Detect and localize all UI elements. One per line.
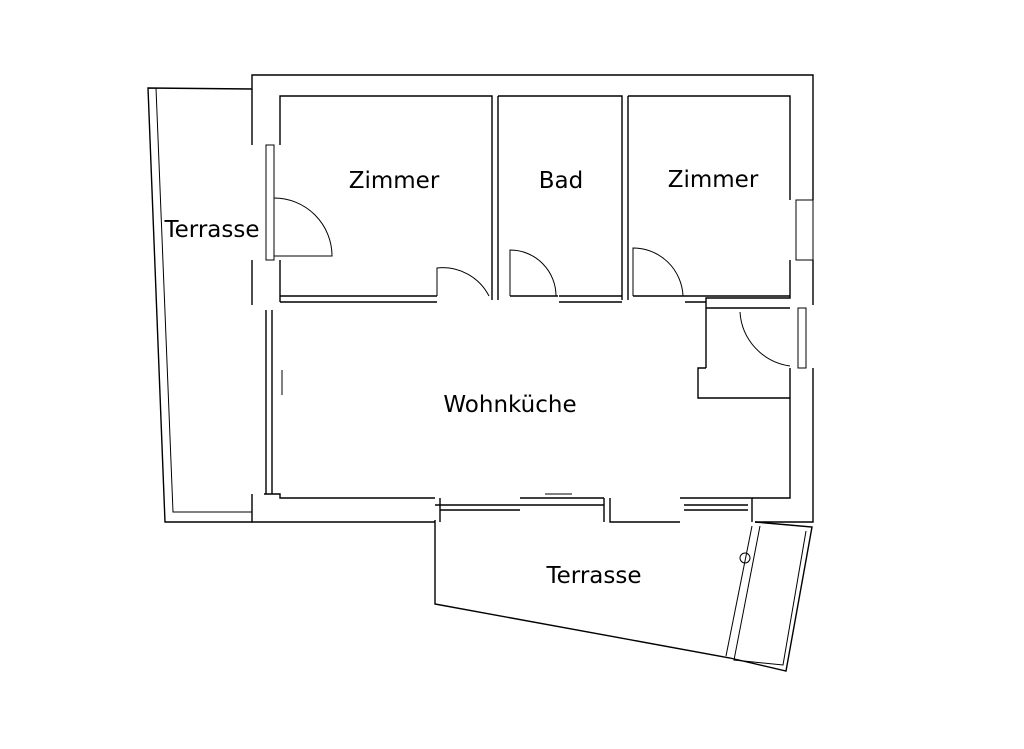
room-label-zimmer-left: Zimmer [349,168,440,194]
terrace-south-outline [434,520,813,672]
room-label-terrasse-west: Terrasse [163,217,259,243]
room-label-terrasse-south: Terrasse [545,563,641,589]
terrace-west-outline [147,87,253,523]
room-label-bad: Bad [539,168,583,194]
windows [265,144,814,369]
room-label-wohnkueche: Wohnküche [443,392,576,418]
exterior-walls [251,74,814,523]
doors [273,197,791,495]
room-label-zimmer-right: Zimmer [668,167,759,193]
